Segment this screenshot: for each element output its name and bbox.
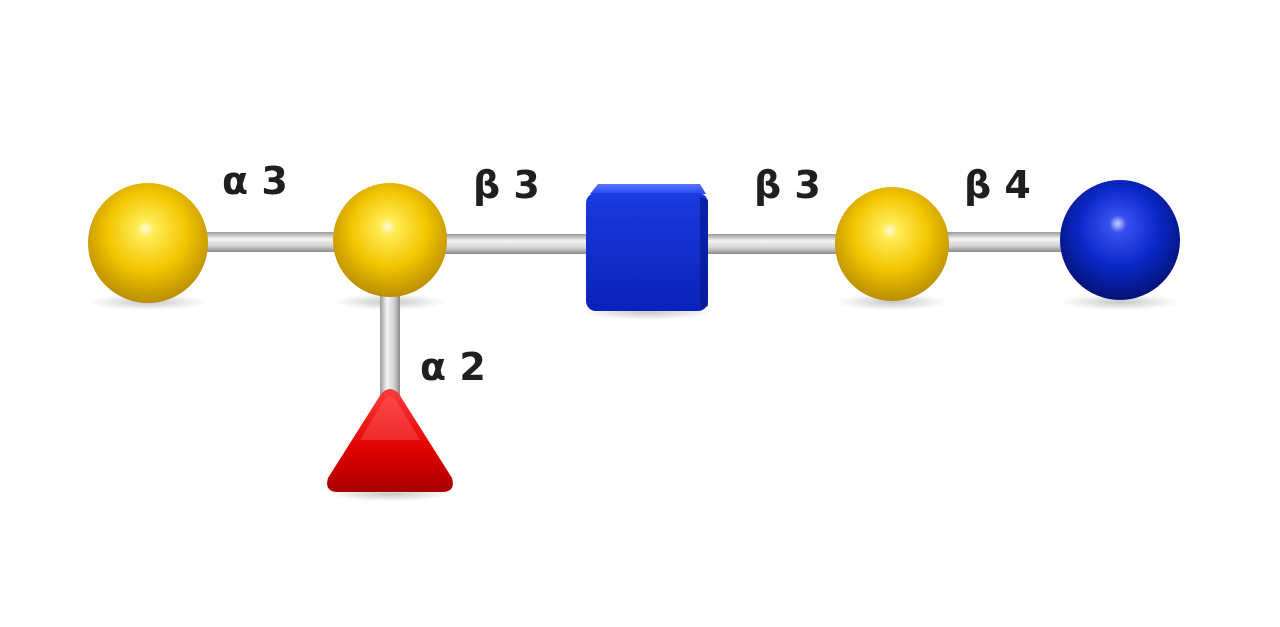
bond-2 <box>390 234 650 254</box>
blue-square-icon <box>586 184 708 311</box>
yellow-circle-icon <box>835 187 949 301</box>
linkage-label-2: β 3 <box>473 163 540 207</box>
linkage-labels: α 3 β 3 α 2 β 3 β 4 <box>222 159 1031 389</box>
linkage-label-1: α 3 <box>222 159 288 203</box>
bond-1 <box>148 232 392 252</box>
yellow-circle-icon <box>88 183 208 303</box>
shadows <box>88 294 1180 501</box>
residues <box>88 180 1180 492</box>
linkage-label-4: β 3 <box>754 163 821 207</box>
red-triangle-icon <box>327 389 453 492</box>
blue-circle-icon <box>1060 180 1180 300</box>
linkage-label-3: α 2 <box>420 345 486 389</box>
linkage-label-5: β 4 <box>964 163 1031 207</box>
bond-4 <box>648 234 894 254</box>
yellow-circle-icon <box>333 183 447 297</box>
